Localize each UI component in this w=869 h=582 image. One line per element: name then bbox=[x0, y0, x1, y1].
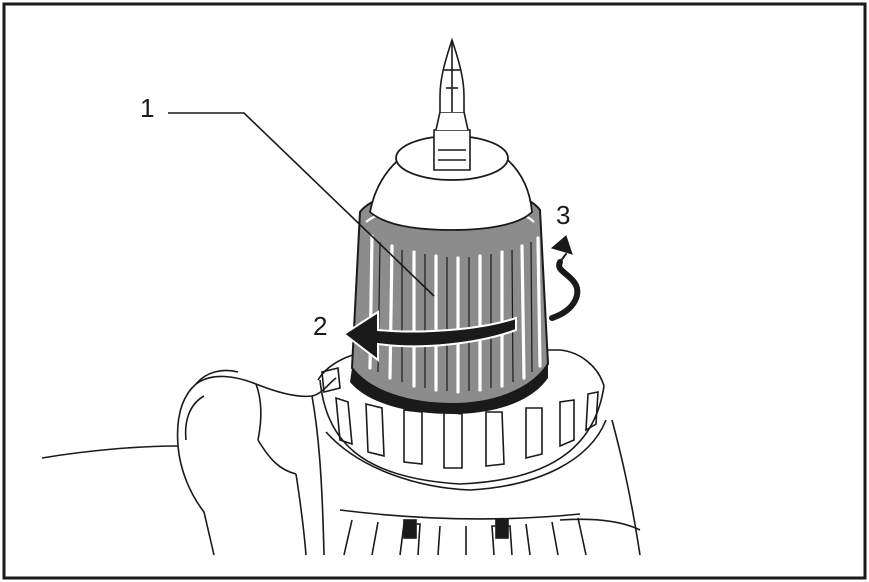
chuck-sleeve bbox=[350, 186, 550, 414]
callout-label-3: 3 bbox=[556, 200, 571, 230]
callout-label-2: 2 bbox=[313, 311, 328, 341]
rotation-arrow-2 bbox=[342, 310, 517, 363]
clutch-ring bbox=[317, 349, 607, 491]
screwdriver-bit bbox=[433, 37, 471, 171]
drill-body bbox=[41, 369, 641, 556]
callout-label-1: 1 bbox=[140, 93, 155, 123]
callout-1-leader bbox=[168, 112, 435, 297]
rotation-arrow-3 bbox=[549, 235, 581, 321]
